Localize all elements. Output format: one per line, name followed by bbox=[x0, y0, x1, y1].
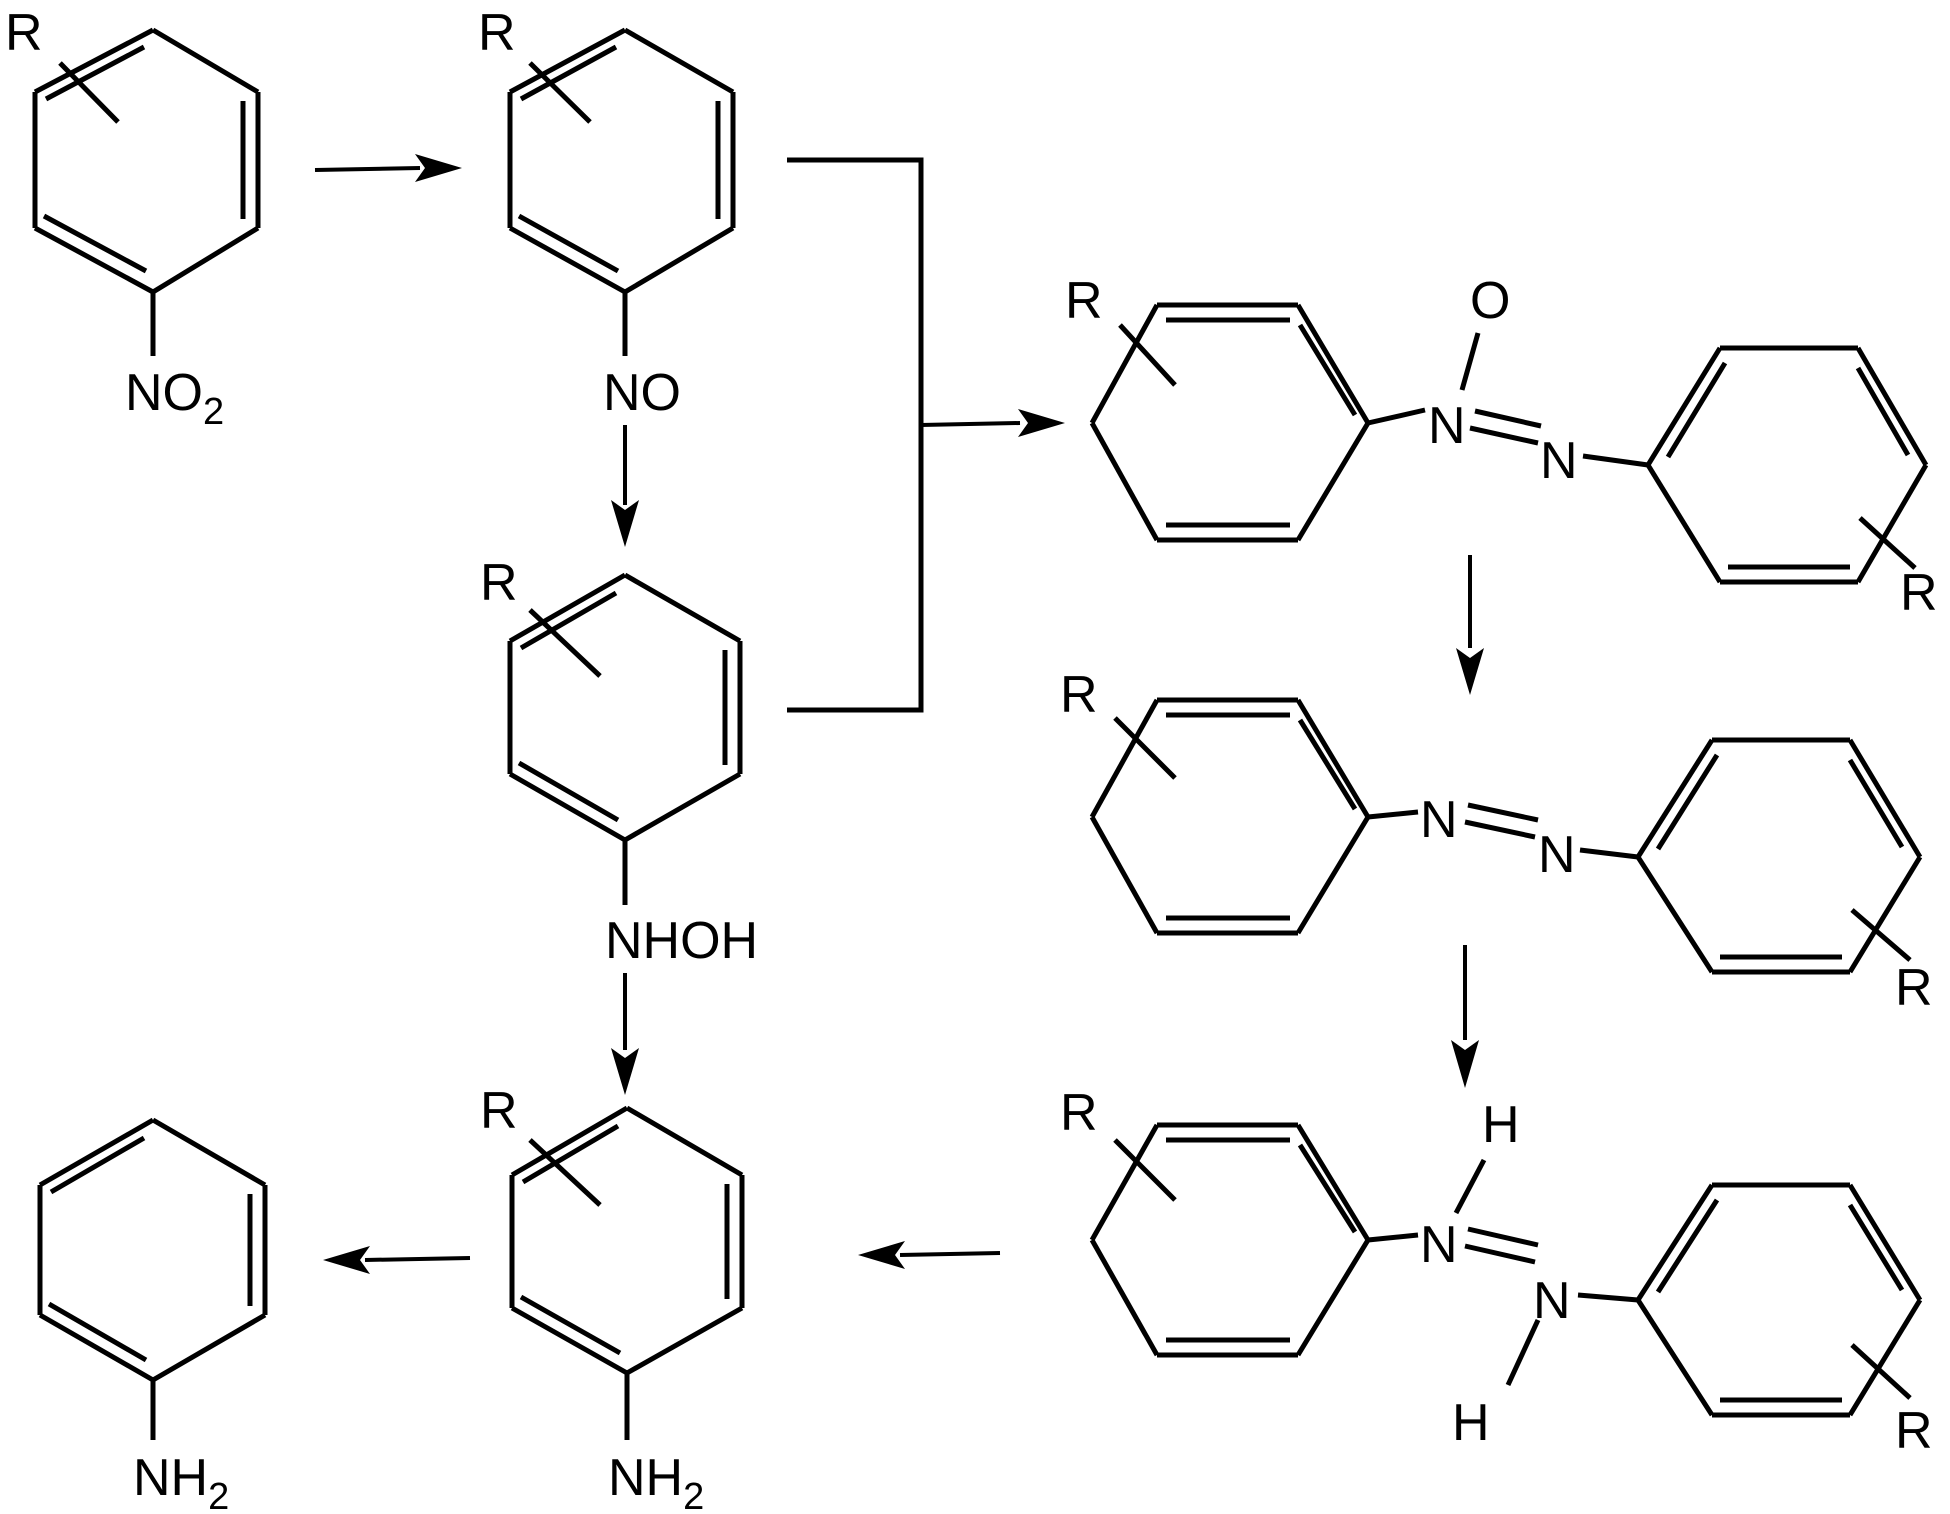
azo-n2-label: N bbox=[1538, 826, 1576, 884]
benzene-ring bbox=[509, 1105, 745, 1376]
nitro-label: NO2 bbox=[125, 364, 224, 433]
azoxy-n1-label: N bbox=[1428, 397, 1466, 455]
benzene-ring-right bbox=[1635, 1182, 1923, 1418]
substituent-label: R bbox=[480, 554, 518, 612]
benzene-ring bbox=[507, 572, 743, 843]
aniline: NH2 bbox=[37, 1117, 268, 1514]
n-n-double-bond bbox=[1469, 425, 1539, 446]
substituent-bond bbox=[528, 61, 592, 124]
hydrazo-h1-label: H bbox=[1482, 1096, 1520, 1154]
substituent-bond bbox=[528, 1138, 602, 1207]
reaction-arrow bbox=[858, 1241, 1001, 1269]
hydrazo-h2-label: H bbox=[1452, 1394, 1490, 1452]
hydrazobenzene: R N H N H R bbox=[1060, 1084, 1933, 1460]
n-aryl-bond bbox=[1577, 1292, 1639, 1303]
substituent-label: R bbox=[1895, 959, 1933, 1017]
amine-label: NH2 bbox=[608, 1449, 704, 1514]
azo-n1-label: N bbox=[1420, 791, 1458, 849]
substituent-label: R bbox=[1065, 272, 1103, 330]
n-o-bond bbox=[1459, 332, 1481, 391]
azoxy-n2-label: N bbox=[1540, 432, 1578, 490]
n-h-bond bbox=[1453, 1158, 1487, 1215]
substituent-label: R bbox=[5, 4, 43, 62]
nitroso-label: NO bbox=[603, 364, 681, 422]
reaction-arrow bbox=[611, 973, 639, 1095]
substituent-label: R bbox=[1060, 666, 1098, 724]
substituent-label: R bbox=[480, 1082, 518, 1140]
n-n-bond bbox=[1467, 1226, 1539, 1248]
nitro-subscript: 2 bbox=[203, 391, 224, 433]
benzene-ring-right bbox=[1635, 737, 1923, 975]
azobenzene: R N N R bbox=[1060, 666, 1933, 1017]
substituent-bond bbox=[1113, 716, 1177, 780]
phenylhydroxylamine: R NHOH bbox=[480, 554, 758, 970]
azoxybenzene: R N O N R bbox=[1065, 272, 1938, 622]
benzene-ring-left bbox=[1089, 302, 1371, 543]
amine-subscript: 2 bbox=[208, 1476, 229, 1514]
hydrazo-n1-label: N bbox=[1420, 1216, 1458, 1274]
benzene-ring bbox=[32, 27, 261, 295]
benzene-ring bbox=[507, 27, 736, 295]
reaction-arrow bbox=[611, 425, 639, 547]
reaction-arrow bbox=[323, 1246, 471, 1274]
n-aryl-bond bbox=[1579, 847, 1639, 860]
substituent-label: R bbox=[1895, 1402, 1933, 1460]
benzene-ring bbox=[37, 1117, 268, 1383]
n-aryl-bond bbox=[1582, 453, 1649, 468]
substituent-label: R bbox=[478, 4, 516, 62]
aryl-n-bond bbox=[1367, 809, 1419, 820]
nitrobenzene: R NO2 bbox=[5, 4, 261, 433]
benzene-ring-left bbox=[1089, 1122, 1371, 1358]
substituent-bond bbox=[1850, 908, 1912, 962]
n-h-bond bbox=[1505, 1318, 1541, 1387]
n-n-double-bond bbox=[1474, 408, 1542, 429]
amine-subscript: 2 bbox=[683, 1476, 704, 1514]
n-n-double-bond bbox=[1467, 802, 1539, 823]
n-n-bond bbox=[1464, 1243, 1536, 1265]
combination-bracket bbox=[787, 157, 1065, 713]
substituent-label: R bbox=[1060, 1084, 1098, 1142]
substituent-bond bbox=[58, 61, 120, 124]
hydroxylamine-label: NHOH bbox=[605, 912, 758, 970]
substituent-bond bbox=[1858, 516, 1917, 570]
substituent-bond bbox=[1113, 1138, 1177, 1202]
nitrosobenzene: R NO bbox=[478, 4, 736, 422]
azoxy-oxygen-label: O bbox=[1470, 272, 1510, 330]
hydrazo-n2-label: N bbox=[1533, 1272, 1571, 1330]
aryl-n-bond bbox=[1367, 1232, 1419, 1243]
substituent-label: R bbox=[1900, 564, 1938, 622]
aryl-n-bond bbox=[1367, 407, 1426, 426]
reaction-arrow bbox=[1451, 945, 1479, 1088]
benzene-ring-left bbox=[1089, 697, 1371, 936]
substituted-aniline: R NH2 bbox=[480, 1082, 745, 1514]
amine-label: NH2 bbox=[133, 1449, 229, 1514]
substituent-bond bbox=[1118, 323, 1177, 387]
substituent-bond bbox=[528, 608, 602, 678]
benzene-ring-right bbox=[1645, 345, 1929, 585]
reaction-arrow bbox=[314, 154, 462, 182]
n-n-double-bond bbox=[1464, 819, 1536, 840]
reaction-arrow bbox=[1456, 555, 1484, 695]
substituent-bond bbox=[1850, 1343, 1912, 1400]
